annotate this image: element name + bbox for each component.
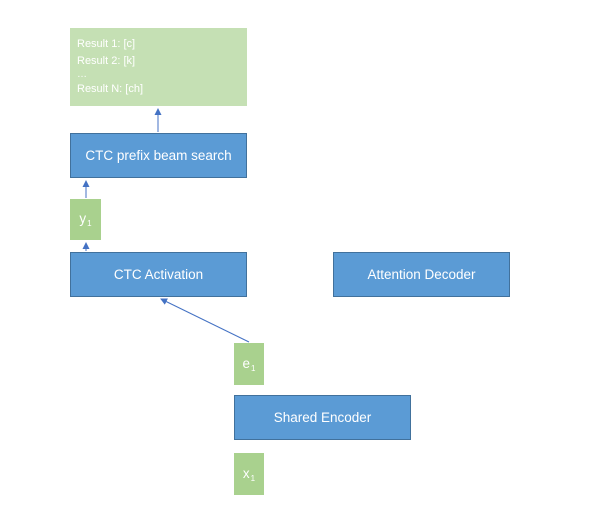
result-line-n: Result N: [ch] <box>77 83 144 95</box>
attention-decoder-box: Attention Decoder <box>333 252 510 297</box>
x1-token-box: x1 <box>234 453 264 495</box>
result-line-2: Result 2: [k] <box>77 54 136 67</box>
shared-encoder-box: Shared Encoder <box>234 395 411 440</box>
attention-decoder-label: Attention Decoder <box>367 267 476 282</box>
ctc-activation-label: CTC Activation <box>113 267 204 282</box>
results-box: Result 1: [c] Result 2: [k] … Result N: … <box>70 28 247 106</box>
result-line-1: Result 1: [c] <box>77 38 136 50</box>
y1-token-label: y1 <box>79 211 92 228</box>
ctc-prefix-beam-search-box: CTC prefix beam search <box>70 133 247 178</box>
e1-token-label: e1 <box>242 355 256 373</box>
shared-encoder-label: Shared Encoder <box>273 410 372 425</box>
y1-token-box: y1 <box>70 199 101 240</box>
ctc-prefix-beam-search-label: CTC prefix beam search <box>85 148 232 163</box>
arrow-e1-to-activation <box>160 298 250 343</box>
ctc-activation-box: CTC Activation <box>70 252 247 297</box>
result-ellipsis: … <box>77 69 87 80</box>
e1-token-box: e1 <box>234 343 264 385</box>
x1-token-label: x1 <box>242 465 256 483</box>
